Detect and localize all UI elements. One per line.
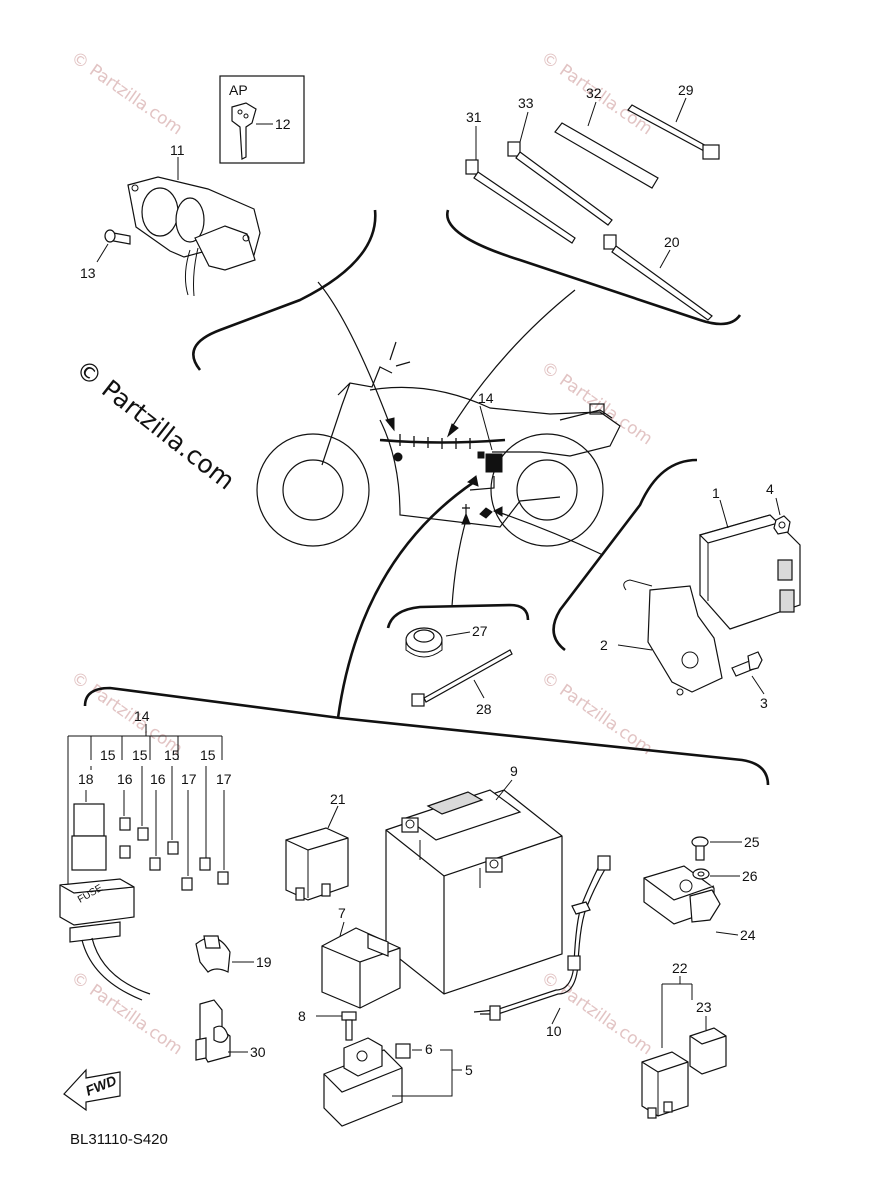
callout-6: 6 (425, 1041, 433, 1057)
bracket-30: 30 (195, 999, 266, 1063)
watermark-main: © Partzilla.com (70, 354, 240, 496)
clamp-19: 19 (195, 935, 272, 973)
callout-9: 9 (510, 763, 518, 779)
callout-20: 20 (664, 234, 680, 250)
callout-24: 24 (740, 927, 756, 943)
callout-21: 21 (330, 791, 346, 807)
callout-23: 23 (696, 999, 712, 1015)
cable-ties: 31 33 32 29 20 (445, 82, 742, 326)
callout-7: 7 (338, 905, 346, 921)
relay-24-group: 24 25 26 (643, 834, 760, 943)
callout-15: 15 (132, 747, 148, 763)
callout-28: 28 (476, 701, 492, 717)
callout-16: 16 (117, 771, 133, 787)
bottom-bracket (83, 686, 770, 786)
group-bracket (192, 209, 377, 371)
starter-relay-5: 8 6 5 (298, 1008, 473, 1127)
callout-13: 13 (80, 265, 96, 281)
callout-8: 8 (298, 1008, 306, 1024)
watermark: © Partzilla.com (67, 968, 186, 1060)
callout-29: 29 (678, 82, 694, 98)
key-box: AP 12 (219, 75, 305, 164)
callout-33: 33 (518, 95, 534, 111)
callout-15: 15 (200, 747, 216, 763)
diagram-code: BL31110-S420 (70, 1131, 168, 1148)
callout-11: 11 (170, 142, 185, 158)
leader-arrows (317, 281, 604, 719)
callout-12: 12 (275, 116, 291, 132)
callout-22: 22 (672, 960, 688, 976)
callout-17: 17 (181, 771, 197, 787)
watermark: © Partzilla.com (537, 968, 656, 1060)
callout-4: 4 (766, 481, 774, 497)
callout-31: 31 (466, 109, 482, 125)
battery-9: 9 (385, 763, 563, 995)
cable-10: 10 (473, 855, 611, 1039)
callout-25: 25 (744, 834, 760, 850)
callout-1: 1 (712, 485, 720, 501)
group-27-28: 27 28 (386, 603, 530, 717)
callout-32: 32 (586, 85, 602, 101)
ap-label: AP (229, 82, 248, 98)
watermark: © Partzilla.com (67, 668, 186, 760)
callout-30: 30 (250, 1044, 266, 1060)
fuse-group: 14 15 15 15 15 18 16 16 17 17 (59, 708, 232, 1001)
fwd-arrow-icon: FWD (63, 1068, 121, 1112)
callout-16: 16 (150, 771, 166, 787)
relay-21: 21 (285, 791, 349, 901)
callout-14-main: 14 (478, 390, 494, 406)
callout-26: 26 (742, 868, 758, 884)
cover-7: 7 (321, 905, 401, 1009)
motorcycle-outline: 14 (256, 341, 621, 547)
callout-18: 18 (78, 771, 94, 787)
callout-27: 27 (472, 623, 488, 639)
key-icon (231, 102, 257, 160)
callout-3: 3 (760, 695, 768, 711)
callout-19: 19 (256, 954, 272, 970)
callout-14-fuse: 14 (134, 708, 150, 724)
relay-22-group: 22 23 (641, 960, 727, 1119)
callout-17: 17 (216, 771, 232, 787)
starter-relay-11: 11 13 (80, 142, 261, 297)
callout-2: 2 (600, 637, 608, 653)
callout-15: 15 (100, 747, 116, 763)
callout-15: 15 (164, 747, 180, 763)
watermark: © Partzilla.com (67, 48, 186, 140)
callout-10: 10 (546, 1023, 562, 1039)
ecu-group: 1 4 2 3 (552, 458, 801, 711)
callout-5: 5 (465, 1062, 473, 1078)
